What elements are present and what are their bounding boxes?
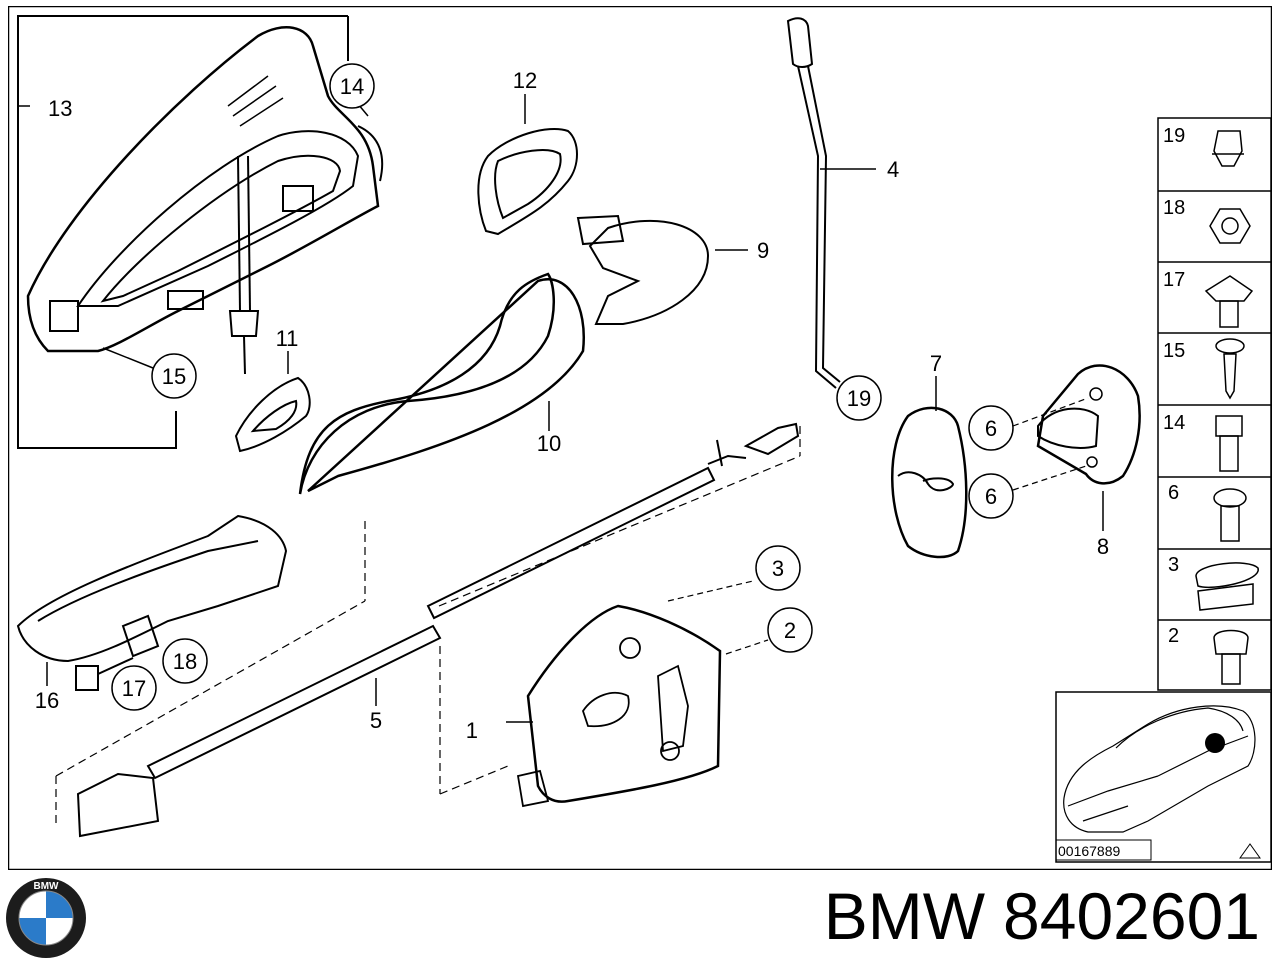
striker-cover-part-7 <box>891 406 968 559</box>
parts-diagram-drawing: 1 4 5 7 8 9 10 11 12 13 16 3 2 6 6 14 15… <box>8 6 1272 870</box>
end-cap-part-9 <box>576 214 710 325</box>
door-handle-part-10 <box>298 272 586 495</box>
diagram-number: 00167889 <box>1058 843 1121 859</box>
legend-label: 15 <box>1163 340 1185 362</box>
cover-part-12 <box>477 127 578 236</box>
callout-circle-15 <box>151 353 197 399</box>
bowden-cable-part-5 <box>76 422 800 838</box>
callout-circle-17 <box>111 665 157 711</box>
callout-18: 18 <box>173 649 197 674</box>
brand-name: BMW <box>823 879 986 953</box>
callout-16: 16 <box>35 688 59 713</box>
car-location-thumbnail <box>1055 691 1272 863</box>
callout-circle-19 <box>836 375 882 421</box>
callout-circle-18 <box>162 638 208 684</box>
lock-rod-part-4 <box>786 17 841 389</box>
callout-19: 19 <box>847 386 871 411</box>
legend-label: 17 <box>1163 269 1185 291</box>
legend-label: 6 <box>1168 482 1179 504</box>
callout-circle-3 <box>755 545 801 591</box>
callout-8: 8 <box>1097 534 1109 559</box>
callout-10: 10 <box>537 431 561 456</box>
legend-label: 3 <box>1168 554 1179 576</box>
callout-1: 1 <box>466 718 478 743</box>
callout-circle-14 <box>329 63 375 109</box>
bmw-logo-letters: BMW <box>34 881 60 892</box>
legend-label: 19 <box>1163 125 1185 147</box>
callout-12: 12 <box>513 68 537 93</box>
legend-label: 2 <box>1168 625 1179 647</box>
callout-17: 17 <box>122 676 146 701</box>
part-number: 8402601 <box>1003 879 1260 953</box>
legend-label: 18 <box>1163 197 1185 219</box>
callout-3: 3 <box>772 556 784 581</box>
callout-6a: 6 <box>985 416 997 441</box>
callout-5: 5 <box>370 708 382 733</box>
callout-circle-2 <box>767 607 813 653</box>
legend-label: 14 <box>1163 412 1185 434</box>
bmw-logo: BMW <box>6 878 86 958</box>
callout-14: 14 <box>340 74 364 99</box>
callout-circle-6b <box>968 473 1014 519</box>
handle-carrier-part-13 <box>17 15 384 449</box>
callout-4: 4 <box>887 157 899 182</box>
striker-part-8 <box>1036 364 1141 485</box>
callout-2: 2 <box>784 618 796 643</box>
callout-11: 11 <box>276 326 299 351</box>
callout-9: 9 <box>757 238 769 263</box>
callout-15: 15 <box>162 364 186 389</box>
callout-13: 13 <box>48 96 72 121</box>
part-location-marker <box>1205 733 1225 753</box>
parts-diagram: 1 4 5 7 8 9 10 11 12 13 16 3 2 6 6 14 15… <box>8 6 1272 870</box>
inner-handle-part-16 <box>16 514 288 691</box>
callout-6b: 6 <box>985 484 997 509</box>
diagram-border <box>8 6 1272 870</box>
callout-7: 7 <box>930 351 942 376</box>
door-lock-part-1 <box>516 604 722 808</box>
callout-circle-6a <box>968 405 1014 451</box>
fastener-legend <box>1157 117 1272 691</box>
gasket-part-11 <box>234 376 311 453</box>
